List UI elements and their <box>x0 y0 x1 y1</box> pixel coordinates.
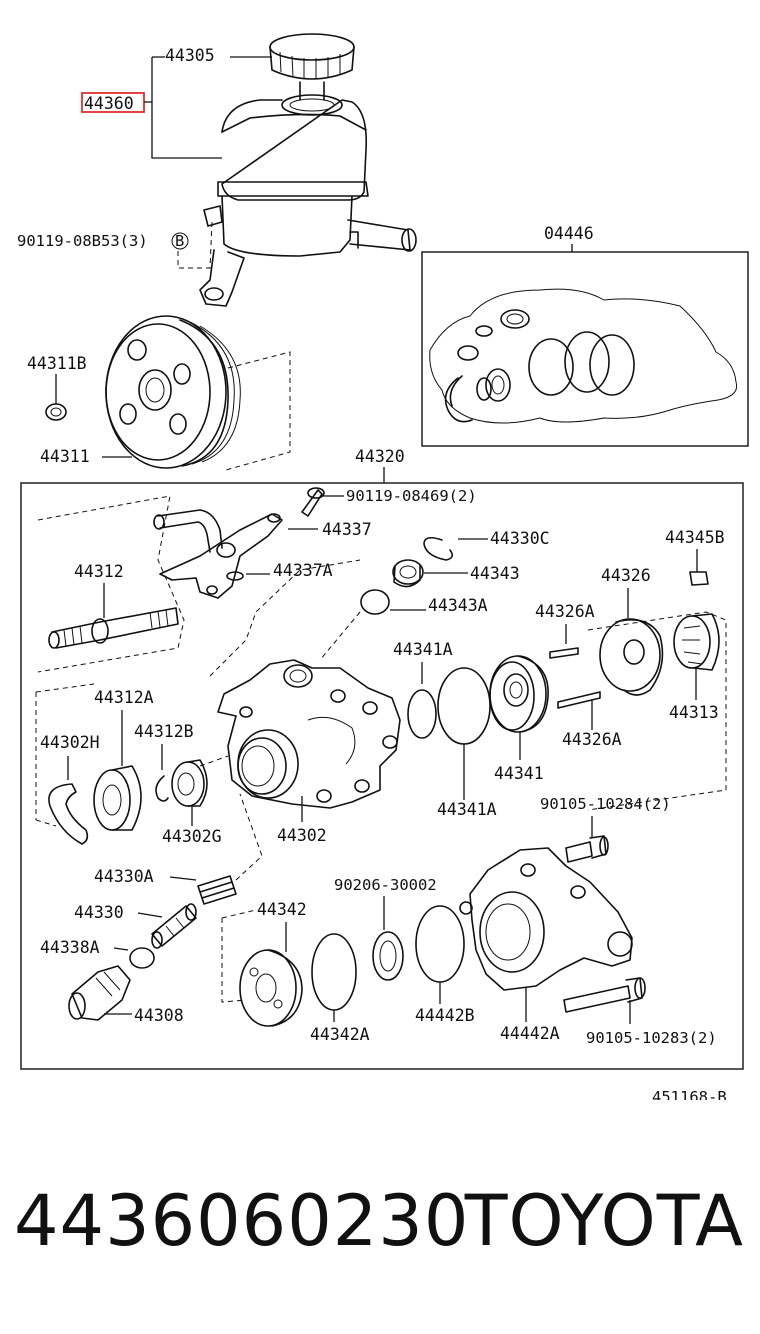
callout-44326a-bottom: 44326A <box>562 730 622 749</box>
reservoir-tank-drawing <box>199 33 417 307</box>
callout-90105-10284: 90105-10284(2) <box>540 795 671 813</box>
callout-44360[interactable]: 44360 <box>84 94 134 113</box>
bearing-44312a-drawing <box>93 765 142 831</box>
callout-44343: 44343 <box>470 564 520 583</box>
rear-housing-44442a-drawing <box>459 847 633 991</box>
callout-44442b: 44442B <box>415 1006 475 1025</box>
rotor-44313-drawing <box>673 613 720 671</box>
callout-44311: 44311 <box>40 447 90 466</box>
callout-44302: 44302 <box>277 826 327 845</box>
pump-body-44302-drawing <box>217 659 401 809</box>
nut-44311b-drawing <box>45 403 67 421</box>
callout-44308: 44308 <box>134 1006 184 1025</box>
bolt-90105-10284-drawing <box>565 835 609 863</box>
callout-90119-08b53: 90119-08B53(3) <box>17 232 148 250</box>
callout-44326a-top: 44326A <box>535 602 595 621</box>
fitting-44343-drawing <box>392 559 424 588</box>
clip-44312b <box>155 775 169 802</box>
pin-44345b <box>689 571 709 586</box>
oring-44342a <box>311 933 357 1011</box>
pulley-drawing <box>105 315 241 469</box>
callout-44312a: 44312A <box>94 688 154 707</box>
exploded-parts-diagram: 44305 44360 90119-08B53(3) B 04446 <box>17 33 749 1100</box>
oring-44341a-small <box>407 689 437 739</box>
seal-kit-box <box>421 251 749 447</box>
bolt-90119-08469-drawing <box>301 487 325 517</box>
bolt-90105-10283-drawing <box>563 977 646 1013</box>
pipe-44337-drawing <box>153 509 283 599</box>
callout-44312: 44312 <box>74 562 124 581</box>
callout-44337a: 44337A <box>273 561 333 580</box>
callout-44341a-bottom: 44341A <box>437 800 497 819</box>
pin-44326a-bottom <box>557 691 601 709</box>
callout-44330a: 44330A <box>94 867 154 886</box>
b-mark: B <box>175 232 184 250</box>
oring-44337a <box>226 571 244 581</box>
oring-44442b <box>415 905 465 983</box>
callout-44338a: 44338A <box>40 938 100 957</box>
callout-90105-10283: 90105-10283(2) <box>586 1029 717 1047</box>
valve-44330-drawing <box>151 903 197 949</box>
callout-44345b: 44345B <box>665 528 725 547</box>
diagram-code: 451168-B <box>652 1088 727 1100</box>
pump-assembly-box <box>20 482 744 1070</box>
callout-90119-08469: 90119-08469(2) <box>346 487 477 505</box>
callout-44342a: 44342A <box>310 1025 370 1044</box>
part-number: 4436060230 <box>14 1180 470 1262</box>
callout-44341: 44341 <box>494 764 544 783</box>
oring-44343a <box>360 589 390 615</box>
callout-44442a: 44442A <box>500 1024 560 1043</box>
spring-44330a <box>197 875 237 905</box>
callout-44312b: 44312B <box>134 722 194 741</box>
callout-44311b: 44311B <box>27 354 87 373</box>
seal-kit-drawing <box>429 288 738 424</box>
callout-44305: 44305 <box>165 46 215 65</box>
b-mark-circle <box>171 232 189 250</box>
snap-ring-44302h <box>48 783 89 845</box>
callout-44302h: 44302H <box>40 733 100 752</box>
callout-44313: 44313 <box>669 703 719 722</box>
callout-90206-30002: 90206-30002 <box>334 876 437 894</box>
callout-44343a: 44343A <box>428 596 488 615</box>
seal-44302g-drawing <box>171 759 208 807</box>
pin-44326a-top <box>549 647 579 659</box>
footer: 4436060230 TOYOTA <box>0 1180 760 1290</box>
callout-44326: 44326 <box>601 566 651 585</box>
callout-44302g: 44302G <box>162 827 222 846</box>
cam-ring-44326-drawing <box>599 618 664 696</box>
callout-44330: 44330 <box>74 903 124 922</box>
snap-ring-44330c <box>423 536 454 561</box>
callout-04446: 04446 <box>544 224 594 243</box>
clip-90206-drawing <box>372 931 404 981</box>
callout-44337: 44337 <box>322 520 372 539</box>
oring-44341a-large <box>437 667 491 745</box>
shaft-44312-drawing <box>48 607 179 649</box>
plate-44341-drawing <box>489 655 549 733</box>
callout-44341a: 44341A <box>393 640 453 659</box>
callout-44342: 44342 <box>257 900 307 919</box>
plug-44308-drawing <box>68 965 131 1021</box>
brand-name: TOYOTA <box>464 1180 744 1262</box>
callout-44320: 44320 <box>355 447 405 466</box>
oring-44338a <box>129 947 155 969</box>
plate-44342-drawing <box>239 949 303 1027</box>
callout-44330c: 44330C <box>490 529 550 548</box>
